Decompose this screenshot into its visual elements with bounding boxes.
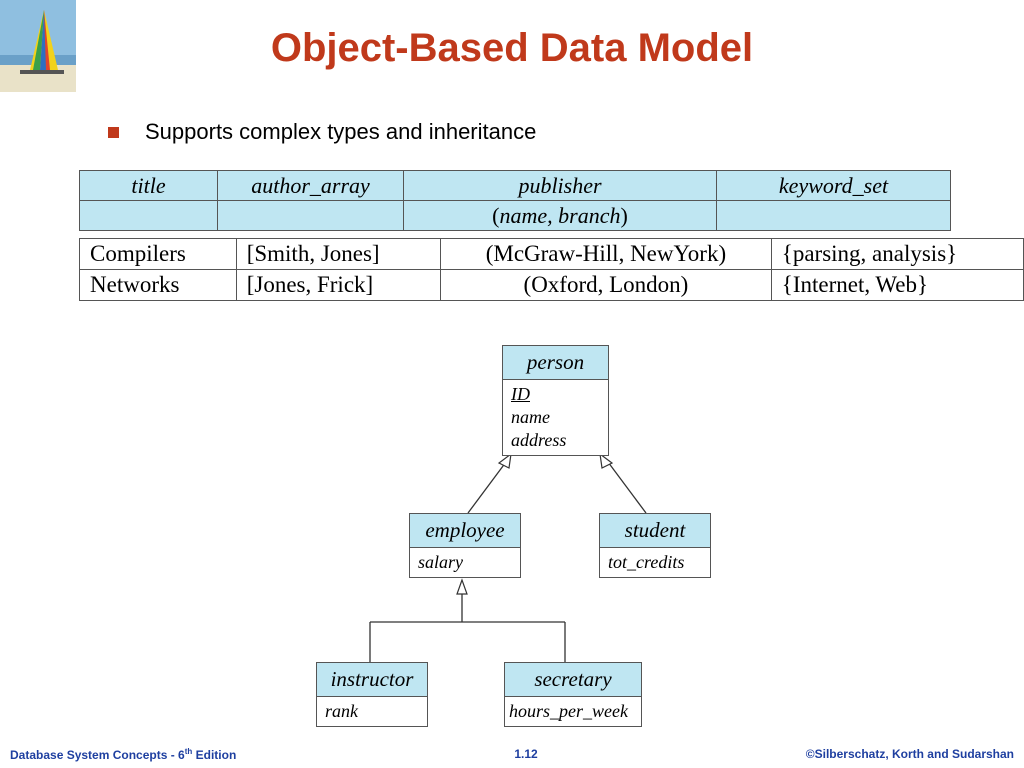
slide-title: Object-Based Data Model (270, 26, 754, 70)
table-row: Networks [Jones, Frick] (Oxford, London)… (79, 269, 1024, 301)
relation-header-table: title author_array publisher keyword_set… (79, 170, 951, 231)
attribute: rank (325, 701, 358, 721)
subfield-branch: branch (558, 202, 621, 228)
column-header-title: title (79, 170, 218, 201)
arrowhead-icon (497, 452, 512, 469)
attribute: address (511, 430, 567, 450)
footer-edition: Edition (192, 748, 237, 762)
entity-name: instructor (317, 663, 427, 697)
cell-keywords: {parsing, analysis} (770, 238, 1024, 270)
entity-attributes: tot_credits (600, 548, 710, 577)
entity-name: secretary (505, 663, 641, 697)
header-row: title author_array publisher keyword_set (79, 170, 951, 201)
cell-keywords: {Internet, Web} (770, 269, 1024, 301)
entity-person: person ID name address (502, 345, 609, 456)
table-row: Compilers [Smith, Jones] (McGraw-Hill, N… (79, 238, 1024, 270)
column-header-publisher: publisher (403, 170, 717, 201)
cell-publisher: (McGraw-Hill, NewYork) (440, 238, 772, 270)
entity-student: student tot_credits (599, 513, 711, 578)
attribute: name (511, 407, 550, 427)
sailboat-logo (0, 0, 76, 92)
column-header-author-array: author_array (217, 170, 404, 201)
header-subrow: (name, branch) (79, 200, 951, 231)
empty-cell (79, 200, 218, 231)
footer-left: Database System Concepts - 6th Edition (10, 747, 236, 762)
entity-attributes: salary (410, 548, 520, 577)
arrowhead-icon (456, 578, 468, 595)
footer-book-title: Database System Concepts - 6 (10, 748, 185, 762)
footer-superscript: th (184, 747, 193, 756)
attribute: tot_credits (608, 552, 685, 572)
cell-title: Networks (79, 269, 237, 301)
cell-publisher: (Oxford, London) (440, 269, 772, 301)
bullet-item: Supports complex types and inheritance (108, 119, 536, 145)
entity-attributes: ID name address (503, 380, 608, 455)
arrowhead-icon (599, 452, 614, 469)
bullet-text: Supports complex types and inheritance (145, 119, 537, 144)
footer-copyright: ©Silberschatz, Korth and Sudarshan (805, 747, 1014, 761)
entity-instructor: instructor rank (316, 662, 428, 727)
empty-cell (716, 200, 951, 231)
attribute-key: ID (511, 384, 530, 404)
cell-title: Compilers (79, 238, 237, 270)
footer-page-number: 1.12 (514, 747, 538, 761)
entity-name: student (600, 514, 710, 548)
relation-body-table: Compilers [Smith, Jones] (McGraw-Hill, N… (79, 238, 1024, 301)
attribute: hours_per_week (509, 701, 628, 721)
entity-name: person (503, 346, 608, 380)
attribute: salary (418, 552, 463, 572)
subfield-name: name (499, 202, 548, 228)
cell-authors: [Jones, Frick] (235, 269, 442, 301)
entity-secretary: secretary hours_per_week (504, 662, 642, 727)
empty-cell (217, 200, 404, 231)
bullet-square-icon (108, 126, 119, 138)
entity-attributes: hours_per_week (505, 697, 641, 726)
entity-name: employee (410, 514, 520, 548)
column-header-keyword-set: keyword_set (716, 170, 951, 201)
entity-attributes: rank (317, 697, 427, 726)
entity-employee: employee salary (409, 513, 521, 578)
publisher-subfields: (name, branch) (403, 200, 717, 231)
cell-authors: [Smith, Jones] (235, 238, 442, 270)
